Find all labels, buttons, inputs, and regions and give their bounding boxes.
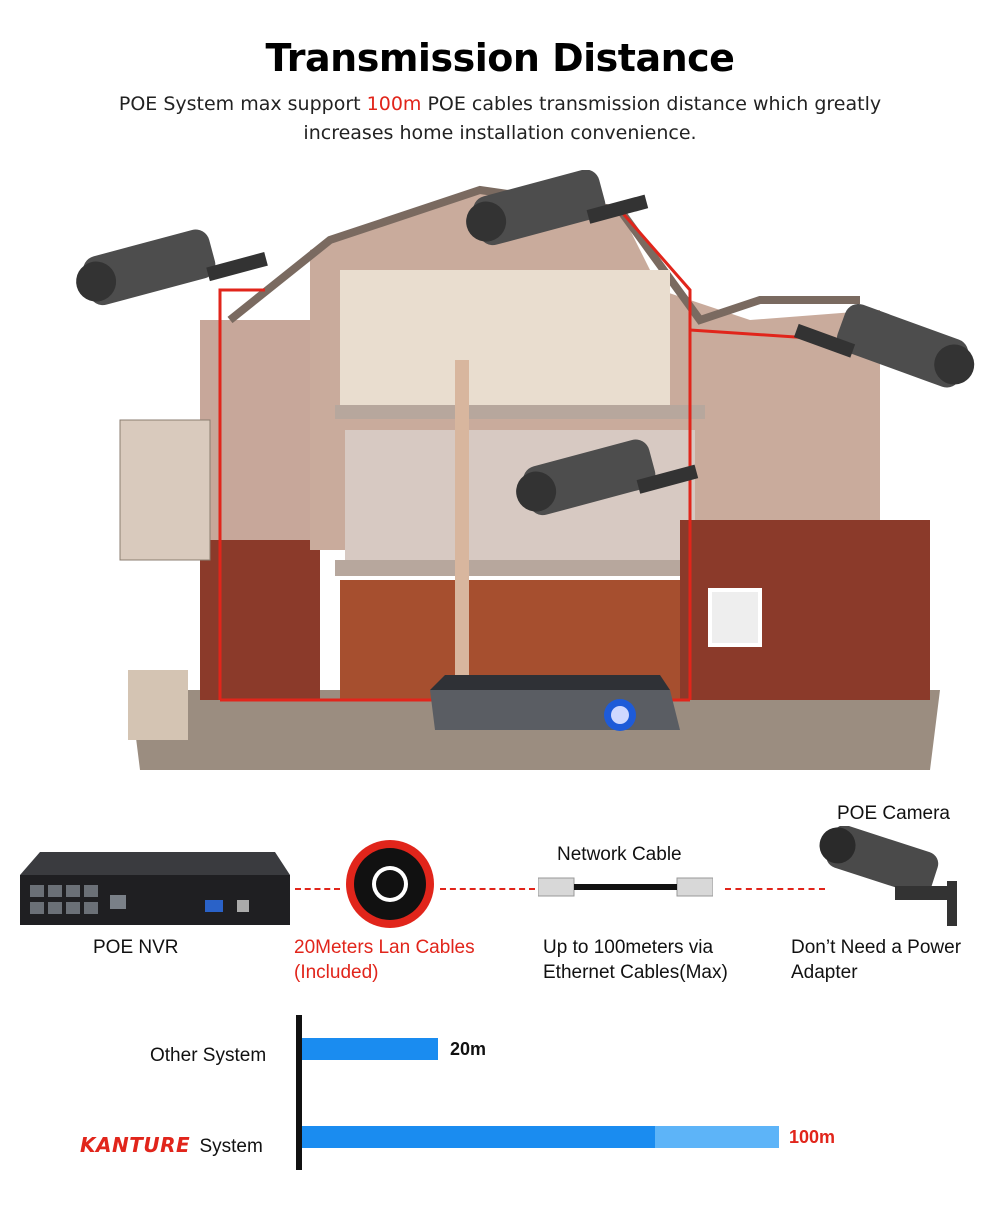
subtitle-pre: POE System max support bbox=[118, 93, 367, 115]
lan-cable-label-line1: 20Meters Lan Cables bbox=[294, 937, 475, 958]
kanture-system-text: System bbox=[199, 1136, 263, 1157]
ethernet-label: Up to 100meters via Ethernet Cables(Max) bbox=[543, 935, 728, 985]
nvr-label: POE NVR bbox=[93, 937, 179, 958]
poe-camera-icon bbox=[819, 826, 957, 926]
ethernet-label-line2: Ethernet Cables(Max) bbox=[543, 962, 728, 983]
cable-coil-icon bbox=[346, 840, 434, 928]
kanture-system-label: KANTURE System bbox=[80, 1133, 263, 1158]
bar-other-system bbox=[302, 1038, 438, 1060]
other-system-label: Other System bbox=[150, 1045, 267, 1066]
connector-nvr-coil bbox=[295, 888, 340, 890]
house-illustration bbox=[76, 170, 975, 770]
subtitle-highlight: 100m bbox=[366, 93, 422, 115]
page-title: Transmission Distance bbox=[265, 36, 735, 80]
bar-kanture-system-value: 100m bbox=[789, 1127, 836, 1147]
comparison-axis bbox=[296, 1015, 302, 1170]
lan-cable-label-line2: (Included) bbox=[294, 962, 379, 983]
power-label-line1: Don’t Need a Power bbox=[791, 937, 962, 958]
lan-cable-label: 20Meters Lan Cables (Included) bbox=[294, 935, 475, 985]
connector-cable-camera bbox=[725, 888, 825, 890]
page-subtitle: POE System max support 100m POE cables t… bbox=[100, 90, 900, 148]
bar-kanture-system bbox=[302, 1126, 779, 1148]
network-cable-label: Network Cable bbox=[557, 844, 682, 865]
kanture-logo: KANTURE bbox=[80, 1133, 191, 1157]
ethernet-label-line1: Up to 100meters via bbox=[543, 937, 714, 958]
subtitle-post: POE cables transmission distance which g… bbox=[303, 93, 882, 144]
bar-other-system-value: 20m bbox=[450, 1039, 487, 1059]
power-label-line2: Adapter bbox=[791, 962, 858, 983]
network-cable-icon bbox=[538, 877, 713, 897]
nvr-device-icon bbox=[20, 852, 290, 925]
connector-coil-cable bbox=[440, 888, 535, 890]
power-label: Don’t Need a Power Adapter bbox=[791, 935, 961, 985]
poe-camera-label: POE Camera bbox=[837, 803, 950, 824]
